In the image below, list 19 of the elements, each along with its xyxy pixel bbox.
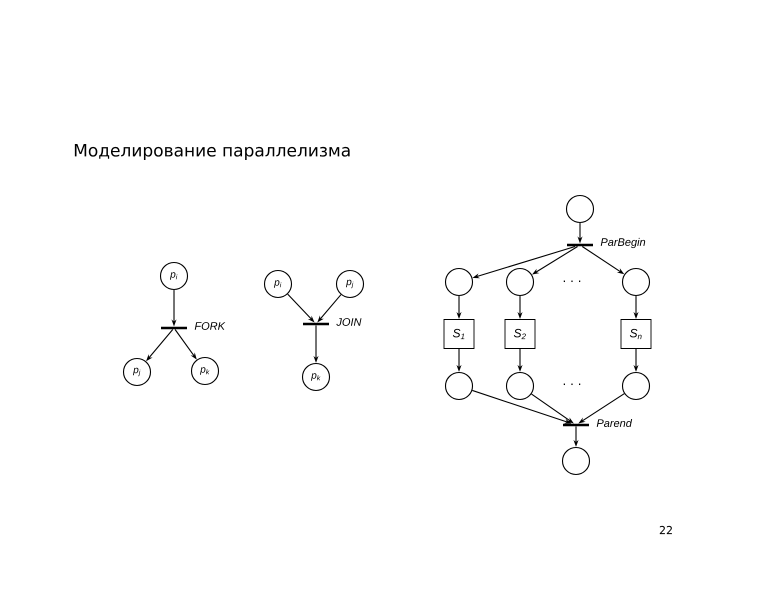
ellipsis: · · · xyxy=(564,384,580,386)
ellipsis: · · · xyxy=(564,280,580,282)
slide-title: Моделирование параллелизма xyxy=(74,144,350,160)
transition-label: JOIN xyxy=(336,318,362,326)
process-box: S$_{n}$ xyxy=(620,319,652,349)
page-number: 22 xyxy=(660,526,672,534)
place-circle xyxy=(444,268,474,296)
transition-label: FORK xyxy=(194,322,226,330)
place-circle xyxy=(566,194,594,224)
process-box: S$_{1}$ xyxy=(444,319,474,349)
place-circle xyxy=(562,446,590,476)
place-circle xyxy=(622,372,650,400)
transition-label: Parend xyxy=(596,418,632,428)
place-circle xyxy=(444,372,474,400)
place-circle xyxy=(506,268,534,296)
place-circle xyxy=(622,268,650,296)
place-circle xyxy=(506,372,534,400)
process-box: S$_{2}$ xyxy=(504,319,536,349)
transition-label: ParBegin xyxy=(600,238,646,248)
